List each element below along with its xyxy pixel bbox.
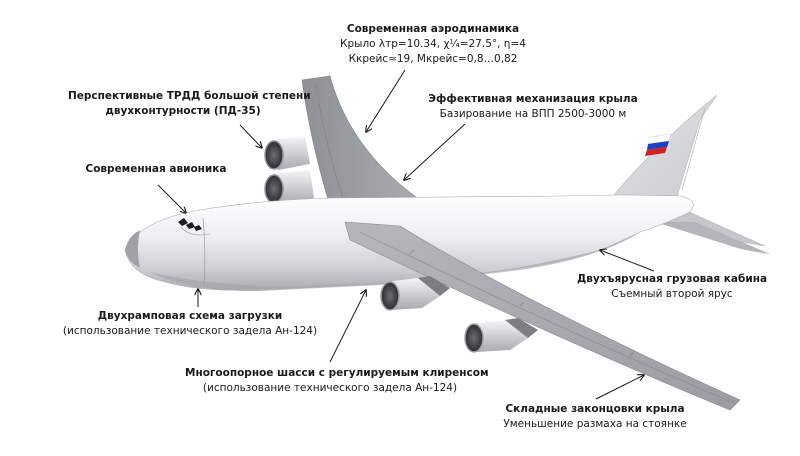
label-line: Съемный второй ярус	[611, 288, 733, 300]
leader-cargo-cabin	[600, 250, 655, 272]
label-loading-scheme: Двухрамповая схема загрузки (использован…	[55, 309, 325, 339]
label-title: Двухъярусная грузовая кабина	[576, 273, 768, 285]
leader-wingtips	[595, 375, 644, 400]
label-line: (использование технического задела Ан-12…	[202, 382, 458, 394]
near-engine-outer	[464, 318, 538, 353]
far-engine-upper	[264, 136, 310, 170]
label-wing-mechanization: Эффективная механизация крыла Базировани…	[428, 92, 638, 122]
label-title: Перспективные ТРДД большой степени	[68, 90, 311, 102]
tail-fin	[609, 94, 718, 201]
label-aerodynamics: Современная аэродинамика Крыло λтр=10.34…	[318, 22, 548, 67]
label-title: Эффективная механизация крыла	[428, 93, 638, 105]
leader-aerodynamics	[366, 69, 406, 132]
leader-wing-mechanization	[404, 123, 466, 180]
label-title: Современная аэродинамика	[346, 23, 520, 35]
russian-flag-icon	[645, 133, 672, 156]
leader-engines	[239, 124, 262, 148]
near-engine-inner	[380, 276, 450, 311]
label-line: Базирование на ВПП 2500-3000 м	[439, 108, 627, 120]
label-title: Двухрамповая схема загрузки	[97, 310, 283, 322]
label-line: (использование технического задела Ан-12…	[62, 325, 318, 337]
label-folding-wingtips: Складные законцовки крыла Уменьшение раз…	[475, 402, 715, 432]
label-engines: Перспективные ТРДД большой степени двухк…	[68, 89, 311, 119]
cockpit-windows	[178, 218, 211, 236]
label-line: Уменьшение размаха на стоянке	[503, 418, 687, 430]
near-wing	[344, 221, 741, 411]
far-engine-lower	[264, 170, 314, 204]
label-line: Ккрейс≈19, Мкрейс=0,8…0,82	[348, 53, 518, 65]
label-avionics: Современная авионика	[76, 162, 236, 177]
label-landing-gear: Многоопорное шасси с регулируемым клирен…	[185, 366, 489, 396]
label-cargo-cabin: Двухъярусная грузовая кабина Съемный вто…	[572, 272, 772, 302]
label-line: Крыло λтр=10.34, χ¼=27.5°, η=4	[340, 38, 526, 50]
leader-lines	[157, 69, 655, 400]
leader-landing-gear	[329, 290, 366, 363]
label-title-line2: двухконтурности (ПД-35)	[105, 105, 261, 117]
leader-avionics	[157, 184, 186, 213]
label-title: Многоопорное шасси с регулируемым клирен…	[185, 367, 489, 379]
label-title: Складные законцовки крыла	[505, 403, 685, 415]
label-title: Современная авионика	[85, 163, 227, 175]
far-wing	[301, 75, 421, 207]
